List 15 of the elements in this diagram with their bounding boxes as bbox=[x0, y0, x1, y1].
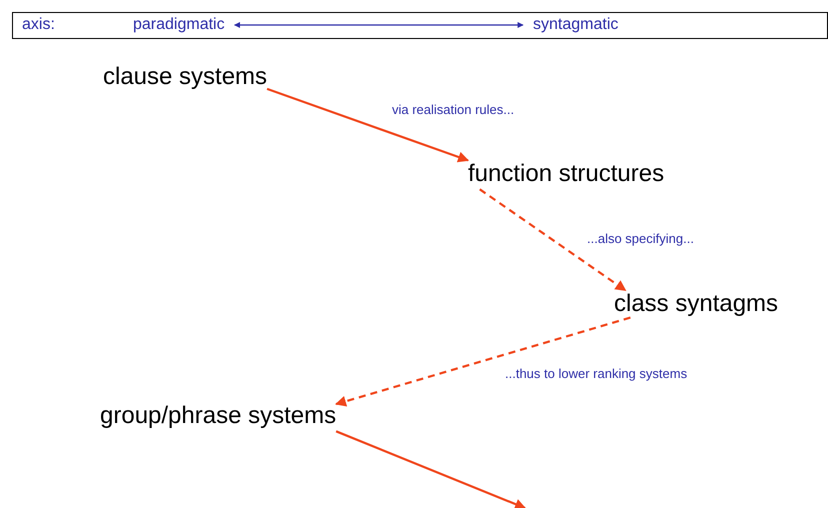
edge-label: ...also specifying... bbox=[587, 231, 694, 247]
arrow bbox=[479, 188, 626, 292]
arrow bbox=[266, 88, 470, 162]
axis-term: syntagmatic bbox=[523, 15, 628, 35]
concept-text: group/phrase systems bbox=[100, 399, 336, 433]
edge-label: ...thus to lower ranking systems bbox=[505, 366, 688, 382]
axis-label: axis: bbox=[22, 15, 55, 35]
arrow bbox=[336, 430, 526, 508]
arrow bbox=[234, 22, 524, 28]
concept-text: clause systems bbox=[103, 60, 268, 94]
concept-text: class syntagms bbox=[614, 287, 778, 321]
axis-box bbox=[12, 12, 828, 39]
concept-text: function structures bbox=[468, 157, 664, 191]
axis-term: paradigmatic bbox=[123, 15, 235, 35]
arrow bbox=[335, 316, 631, 407]
